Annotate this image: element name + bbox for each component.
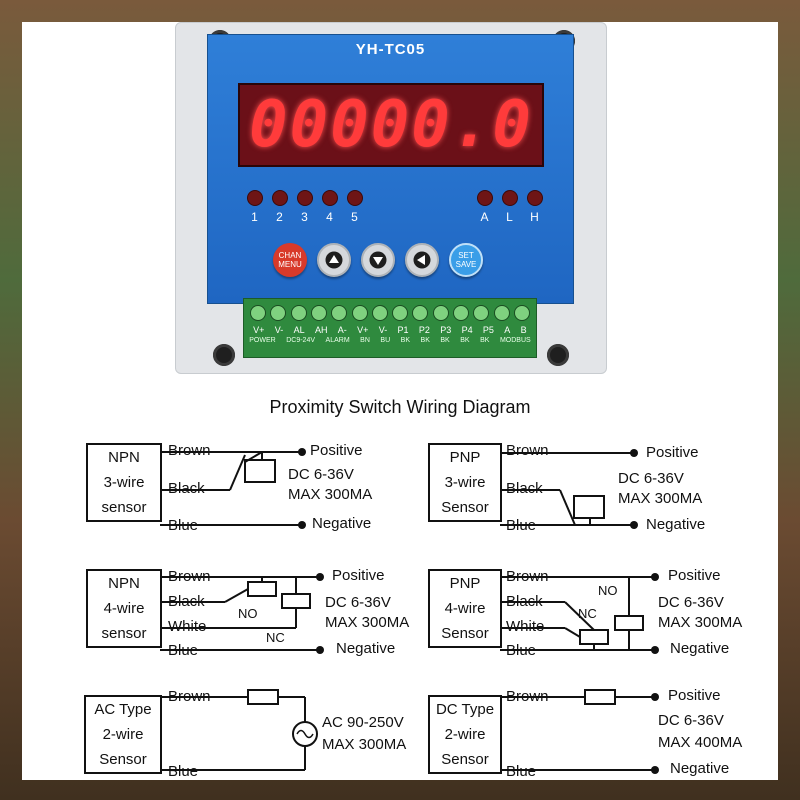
current-rating: MAX 400MA bbox=[658, 734, 743, 751]
terminal-screw bbox=[250, 305, 267, 321]
screw-icon bbox=[213, 344, 235, 366]
wire-label-black: Black bbox=[168, 480, 205, 497]
channel-led: 4 bbox=[321, 190, 338, 224]
voltage-rating: AC 90-250V bbox=[322, 714, 404, 731]
voltage-rating: DC 6-36V bbox=[325, 594, 391, 611]
up-button[interactable] bbox=[317, 243, 351, 277]
display-value: 00000.0 bbox=[249, 88, 533, 162]
terminal-negative: Negative bbox=[670, 640, 730, 657]
channel-led: 3 bbox=[296, 190, 313, 224]
wire-label-brown: Brown bbox=[506, 442, 549, 459]
terminal-negative: Negative bbox=[336, 640, 396, 657]
terminal-screw bbox=[270, 305, 287, 321]
terminal-screw bbox=[310, 305, 327, 321]
nc-contact-label: NC bbox=[266, 630, 285, 645]
wire-label-blue: Blue bbox=[168, 642, 199, 659]
voltage-rating: DC 6-36V bbox=[288, 466, 354, 483]
channel-led: 5 bbox=[346, 190, 363, 224]
wire-label-blue: Blue bbox=[506, 642, 537, 659]
terminal-negative: Negative bbox=[312, 515, 372, 532]
terminal-positive: Positive bbox=[332, 567, 385, 584]
terminal-negative: Negative bbox=[670, 760, 730, 777]
terminal-screw bbox=[452, 305, 469, 321]
current-rating: MAX 300MA bbox=[288, 486, 373, 503]
current-rating: MAX 300MA bbox=[325, 614, 410, 631]
terminal-positive: Positive bbox=[646, 444, 699, 461]
left-button[interactable] bbox=[405, 243, 439, 277]
wire-label-brown: Brown bbox=[168, 442, 211, 459]
wire-label-blue: Blue bbox=[168, 763, 199, 780]
channel-led: 1 bbox=[246, 190, 263, 224]
terminal-screw bbox=[412, 305, 429, 321]
terminal-screw bbox=[392, 305, 409, 321]
voltage-rating: DC 6-36V bbox=[658, 712, 724, 729]
down-button[interactable] bbox=[361, 243, 395, 277]
diagram-title: Proximity Switch Wiring Diagram bbox=[269, 397, 531, 417]
screw-icon bbox=[547, 344, 569, 366]
wire-label-blue: Blue bbox=[506, 763, 537, 780]
wire-label-black: Black bbox=[168, 593, 205, 610]
voltage-rating: DC 6-36V bbox=[658, 594, 724, 611]
wire-label-blue: Blue bbox=[506, 517, 537, 534]
wire-label-blue: Blue bbox=[168, 517, 199, 534]
terminal-positive: Positive bbox=[668, 567, 721, 584]
nc-contact-label: NC bbox=[578, 606, 597, 621]
wire-label-brown: Brown bbox=[506, 688, 549, 705]
terminal-negative: Negative bbox=[646, 516, 706, 533]
no-contact-label: NO bbox=[238, 606, 258, 621]
terminal-positive: Positive bbox=[310, 442, 363, 459]
wire-label-black: Black bbox=[506, 480, 543, 497]
wire-label-white: White bbox=[168, 618, 207, 635]
wire-label-brown: Brown bbox=[506, 568, 549, 585]
wire-label-brown: Brown bbox=[168, 688, 211, 705]
terminal-screw bbox=[493, 305, 510, 321]
no-contact-label: NO bbox=[598, 583, 618, 598]
current-rating: MAX 300MA bbox=[658, 614, 743, 631]
arrow-down-icon bbox=[369, 251, 387, 269]
terminal-screw bbox=[290, 305, 307, 321]
alarm-led: L bbox=[501, 190, 518, 224]
channel-led-row: 1 2 3 4 5 bbox=[246, 190, 363, 224]
terminal-screw bbox=[371, 305, 388, 321]
led-display: 00000.0 bbox=[238, 83, 544, 167]
arrow-left-icon bbox=[413, 251, 431, 269]
wire-label-black: Black bbox=[506, 593, 543, 610]
alarm-led: H bbox=[526, 190, 543, 224]
terminal-positive: Positive bbox=[668, 687, 721, 704]
alarm-led: A bbox=[476, 190, 493, 224]
terminal-screw bbox=[513, 305, 530, 321]
channel-led: 2 bbox=[271, 190, 288, 224]
model-label: YH-TC05 bbox=[355, 41, 426, 58]
wire-label-white: White bbox=[506, 618, 545, 635]
terminal-screw bbox=[331, 305, 348, 321]
terminal-screw bbox=[432, 305, 449, 321]
voltage-rating: DC 6-36V bbox=[618, 470, 684, 487]
terminal-screw bbox=[473, 305, 490, 321]
arrow-up-icon bbox=[325, 251, 343, 269]
current-rating: MAX 300MA bbox=[322, 736, 407, 753]
terminal-screw bbox=[351, 305, 368, 321]
wire-label-brown: Brown bbox=[168, 568, 211, 585]
alarm-led-row: A L H bbox=[476, 190, 543, 224]
current-rating: MAX 300MA bbox=[618, 490, 703, 507]
